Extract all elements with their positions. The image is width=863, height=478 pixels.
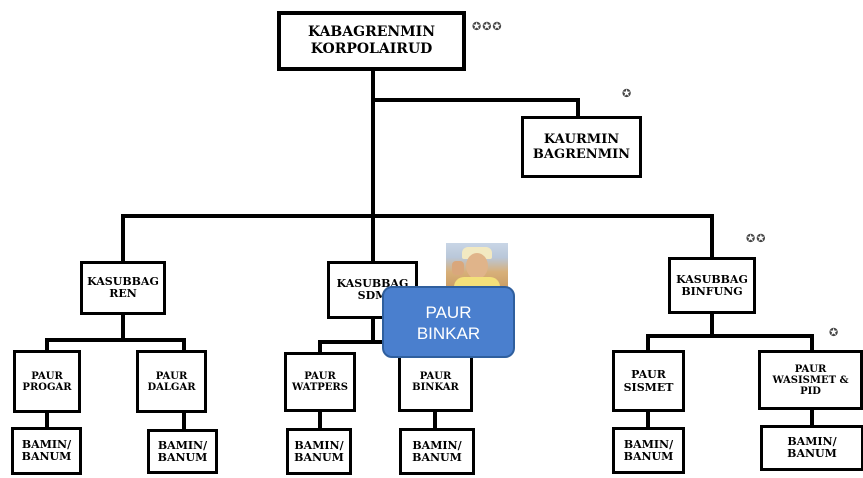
paur-progar-box: PAUR PROGAR xyxy=(13,350,81,413)
rank-stars-kaurmin: ✪ xyxy=(622,87,633,100)
rank-stars-binfung: ✪✪ xyxy=(746,232,767,245)
paur-binkar-box: PAUR BINKAR xyxy=(398,352,473,412)
bamin-banum-6: BAMIN/ BANUM xyxy=(760,425,863,471)
bamin-banum-1: BAMIN/ BANUM xyxy=(11,427,82,475)
bamin-banum-3: BAMIN/ BANUM xyxy=(286,428,352,475)
kasubbag-ren-box: KASUBBAG REN xyxy=(80,261,166,315)
kabag-box: KABAGRENMIN KORPOLAIRUD xyxy=(277,11,466,71)
rank-stars-kabag: ✪✪✪ xyxy=(472,20,503,33)
paur-dalgar-box: PAUR DALGAR xyxy=(136,350,207,413)
paur-binkar-callout: PAUR BINKAR xyxy=(382,286,515,358)
photo-hand xyxy=(452,261,464,275)
paur-sismet-box: PAUR SISMET xyxy=(612,350,685,412)
kasubbag-binfung-box: KASUBBAG BINFUNG xyxy=(668,257,756,314)
paur-wasismet-box: PAUR WASISMET & PID xyxy=(758,350,863,410)
person-photo xyxy=(446,243,508,291)
bamin-banum-5: BAMIN/ BANUM xyxy=(612,427,685,474)
paur-watpers-box: PAUR WATPERS xyxy=(284,352,356,412)
rank-stars-wasismet: ✪ xyxy=(829,326,840,339)
bamin-banum-4: BAMIN/ BANUM xyxy=(399,428,475,475)
kaurmin-box: KAURMIN BAGRENMIN xyxy=(521,116,642,178)
photo-face xyxy=(466,253,488,279)
bamin-banum-2: BAMIN/ BANUM xyxy=(147,429,218,474)
